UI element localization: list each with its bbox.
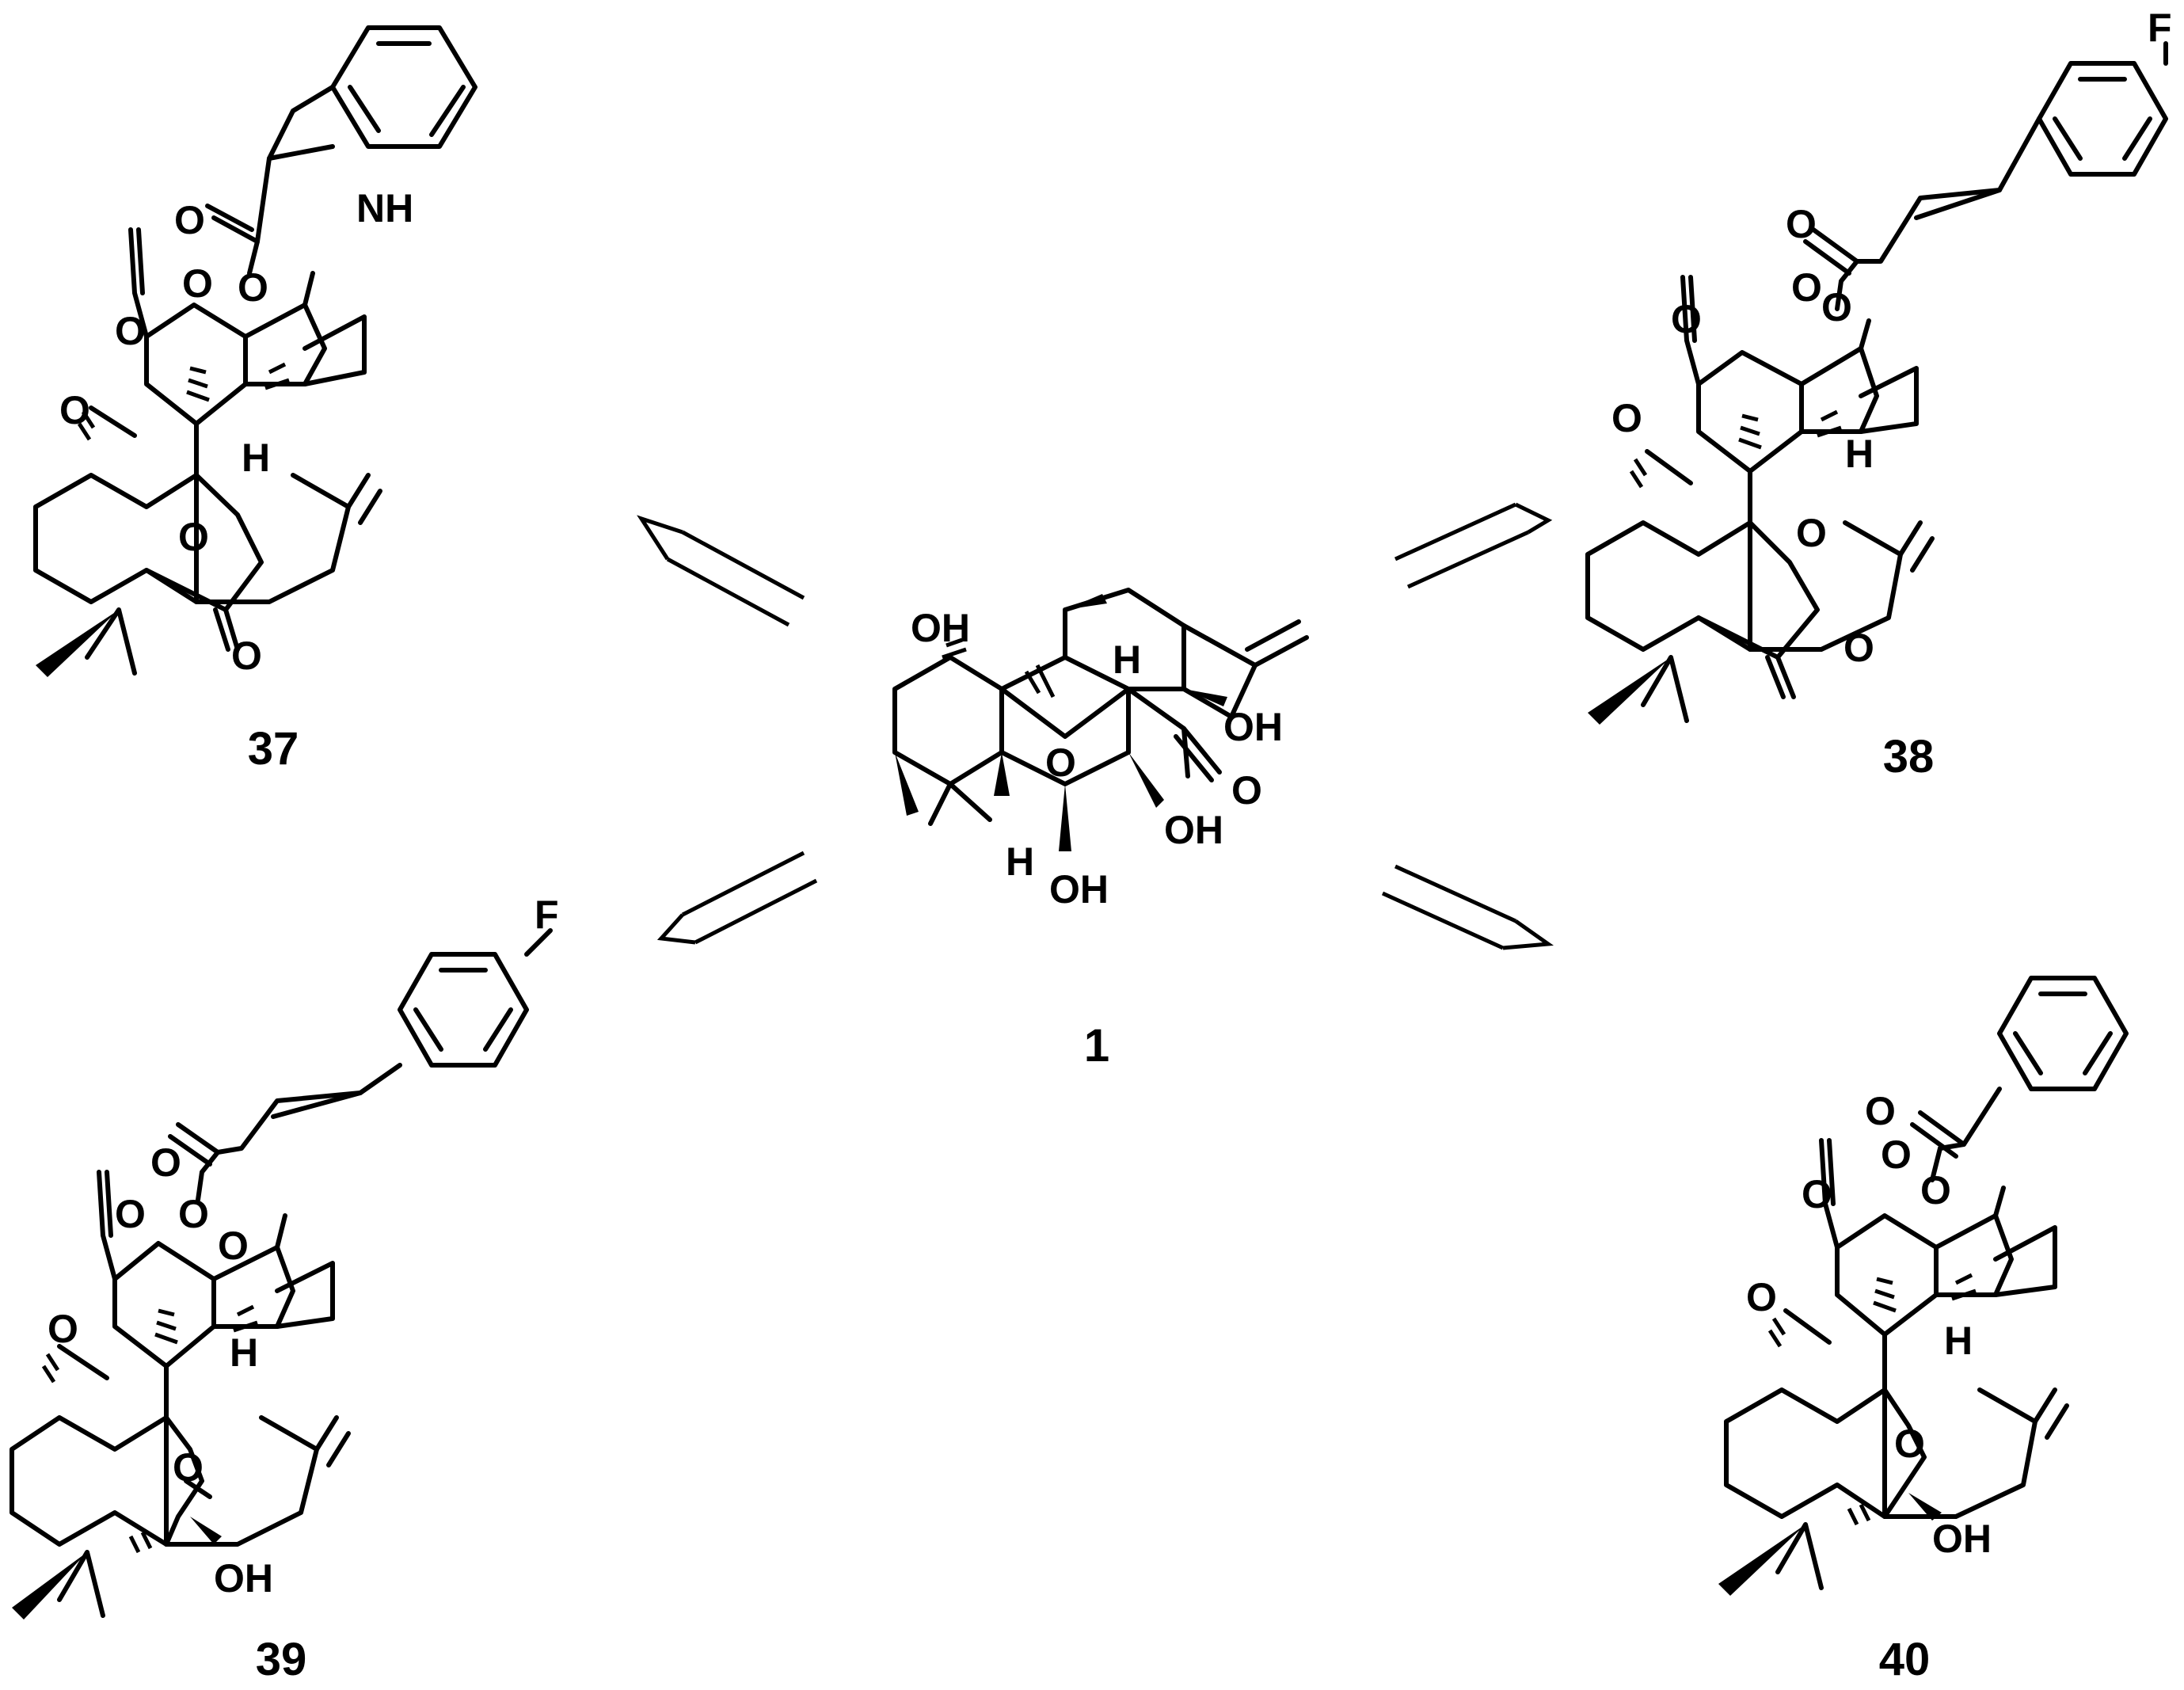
compound-number-38: 38 (1883, 731, 1935, 782)
atom-h: H (1006, 839, 1034, 884)
compound-1-atom-labels: OH OH OH OH O O H H (911, 606, 1283, 912)
atom-h: H (1113, 638, 1141, 682)
atom-o: O (150, 1140, 181, 1185)
atom-oh: OH (214, 1556, 273, 1601)
atom-o: O (182, 261, 213, 306)
atom-o: O (115, 1192, 146, 1236)
atom-oh: OH (1223, 705, 1283, 749)
atom-oh: OH (911, 606, 970, 650)
arrow-to-38 (1394, 502, 1553, 589)
atom-o: O (59, 388, 90, 432)
atom-o: O (1045, 740, 1076, 785)
atom-h: H (242, 436, 270, 480)
atom-o: O (1791, 265, 1822, 310)
atom-o: O (48, 1307, 78, 1351)
atom-o: O (1231, 768, 1262, 813)
compound-38-atom-labels: F O O O O O O O H (1611, 6, 2172, 670)
compound-number-1: 1 (1084, 1020, 1109, 1071)
atom-h: H (230, 1330, 258, 1375)
arrow-to-37 (637, 515, 805, 627)
compound-1-structure (892, 588, 1309, 851)
atom-oh: OH (1049, 867, 1109, 912)
atom-o: O (1611, 396, 1642, 440)
atom-o: O (178, 515, 209, 559)
atom-o: O (178, 1192, 209, 1236)
atom-o: O (1802, 1172, 1832, 1216)
compound-37-atom-labels: NH O O O O O O O H (59, 186, 413, 678)
atom-f: F (2148, 6, 2172, 50)
atom-oh: OH (1164, 808, 1223, 852)
atom-h: H (1944, 1319, 1973, 1363)
atom-nh: NH (356, 186, 413, 230)
atom-f: F (535, 893, 559, 937)
compound-38-structure (1585, 41, 2168, 725)
atom-o: O (173, 1445, 204, 1490)
compound-number-40: 40 (1879, 1634, 1931, 1685)
atom-o: O (1920, 1168, 1951, 1212)
compound-number-39: 39 (256, 1634, 307, 1685)
atom-o: O (1746, 1275, 1777, 1319)
atom-o: O (1671, 297, 1702, 341)
atom-o: O (1843, 626, 1874, 670)
compound-37-structure (33, 25, 478, 677)
atom-o: O (1894, 1422, 1925, 1466)
atom-o: O (174, 198, 205, 242)
compound-40-structure (1718, 976, 2129, 1596)
atom-o: O (1865, 1089, 1896, 1133)
atom-o: O (231, 634, 262, 678)
compound-39-atom-labels: F O O O O O O OH H (48, 893, 559, 1601)
atom-o: O (1786, 202, 1817, 246)
atom-o: O (115, 309, 146, 353)
compound-40-atom-labels: O O O O O O OH H (1746, 1089, 1992, 1561)
atom-o: O (1796, 511, 1827, 555)
arrow-to-39 (656, 851, 818, 945)
atom-o: O (238, 265, 268, 310)
atom-oh: OH (1932, 1517, 1992, 1561)
atom-o: O (1821, 285, 1852, 329)
compound-39-structure (10, 928, 553, 1620)
atom-o: O (1881, 1132, 1912, 1177)
compound-number-37: 37 (248, 723, 299, 775)
atom-o: O (218, 1224, 249, 1268)
arrow-to-40 (1381, 864, 1554, 950)
atom-h: H (1845, 432, 1874, 476)
